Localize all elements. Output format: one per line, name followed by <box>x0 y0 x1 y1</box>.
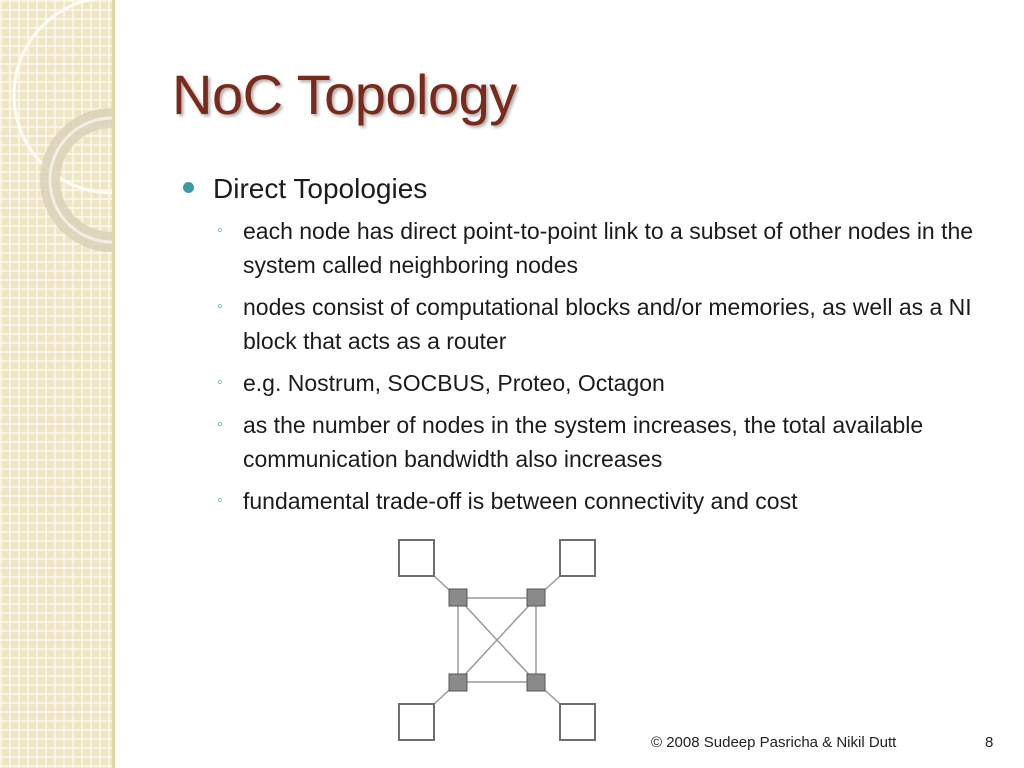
router-bottom-left <box>448 673 468 692</box>
router-bottom-right <box>526 673 546 692</box>
sub-bullet: ◦ nodes consist of computational blocks … <box>183 290 1003 358</box>
sub-bullet-text: each node has direct point-to-point link… <box>243 218 974 278</box>
sub-bullet-ring-icon: ◦ <box>217 374 223 391</box>
bullet-dot-icon <box>183 182 194 193</box>
sub-bullet-ring-icon: ◦ <box>217 416 223 433</box>
decorative-side-panel <box>0 0 115 768</box>
sub-bullet-text: e.g. Nostrum, SOCBUS, Proteo, Octagon <box>243 370 665 396</box>
node-bottom-right <box>559 703 596 741</box>
bullet-direct-topologies: Direct Topologies <box>183 170 1003 208</box>
sub-bullet: ◦ fundamental trade-off is between conne… <box>183 484 1003 518</box>
sub-bullet: ◦ e.g. Nostrum, SOCBUS, Proteo, Octagon <box>183 366 1003 400</box>
sub-bullet: ◦ as the number of nodes in the system i… <box>183 408 1003 476</box>
node-top-right <box>559 539 596 577</box>
sub-bullet-ring-icon: ◦ <box>217 298 223 315</box>
node-bottom-left <box>398 703 435 741</box>
bullet-text: Direct Topologies <box>213 173 428 204</box>
router-top-right <box>526 588 546 607</box>
slide-content: Direct Topologies ◦ each node has direct… <box>183 170 1003 526</box>
slide-number: 8 <box>985 734 994 751</box>
router-top-left <box>448 588 468 607</box>
sub-bullet-ring-icon: ◦ <box>217 492 223 509</box>
slide-title: NoC Topology <box>172 63 517 126</box>
sub-bullet-text: nodes consist of computational blocks an… <box>243 294 972 354</box>
direct-topology-diagram <box>398 539 596 741</box>
sub-bullet-text: as the number of nodes in the system inc… <box>243 412 924 472</box>
node-top-left <box>398 539 435 577</box>
footer-copyright: © 2008 Sudeep Pasricha & Nikil Dutt <box>651 734 897 751</box>
sub-bullet: ◦ each node has direct point-to-point li… <box>183 214 1003 282</box>
decorative-circles <box>12 0 112 252</box>
link-diagonal-2 <box>457 597 537 683</box>
sub-bullet-text: fundamental trade-off is between connect… <box>243 488 798 514</box>
sub-bullet-ring-icon: ◦ <box>217 222 223 239</box>
